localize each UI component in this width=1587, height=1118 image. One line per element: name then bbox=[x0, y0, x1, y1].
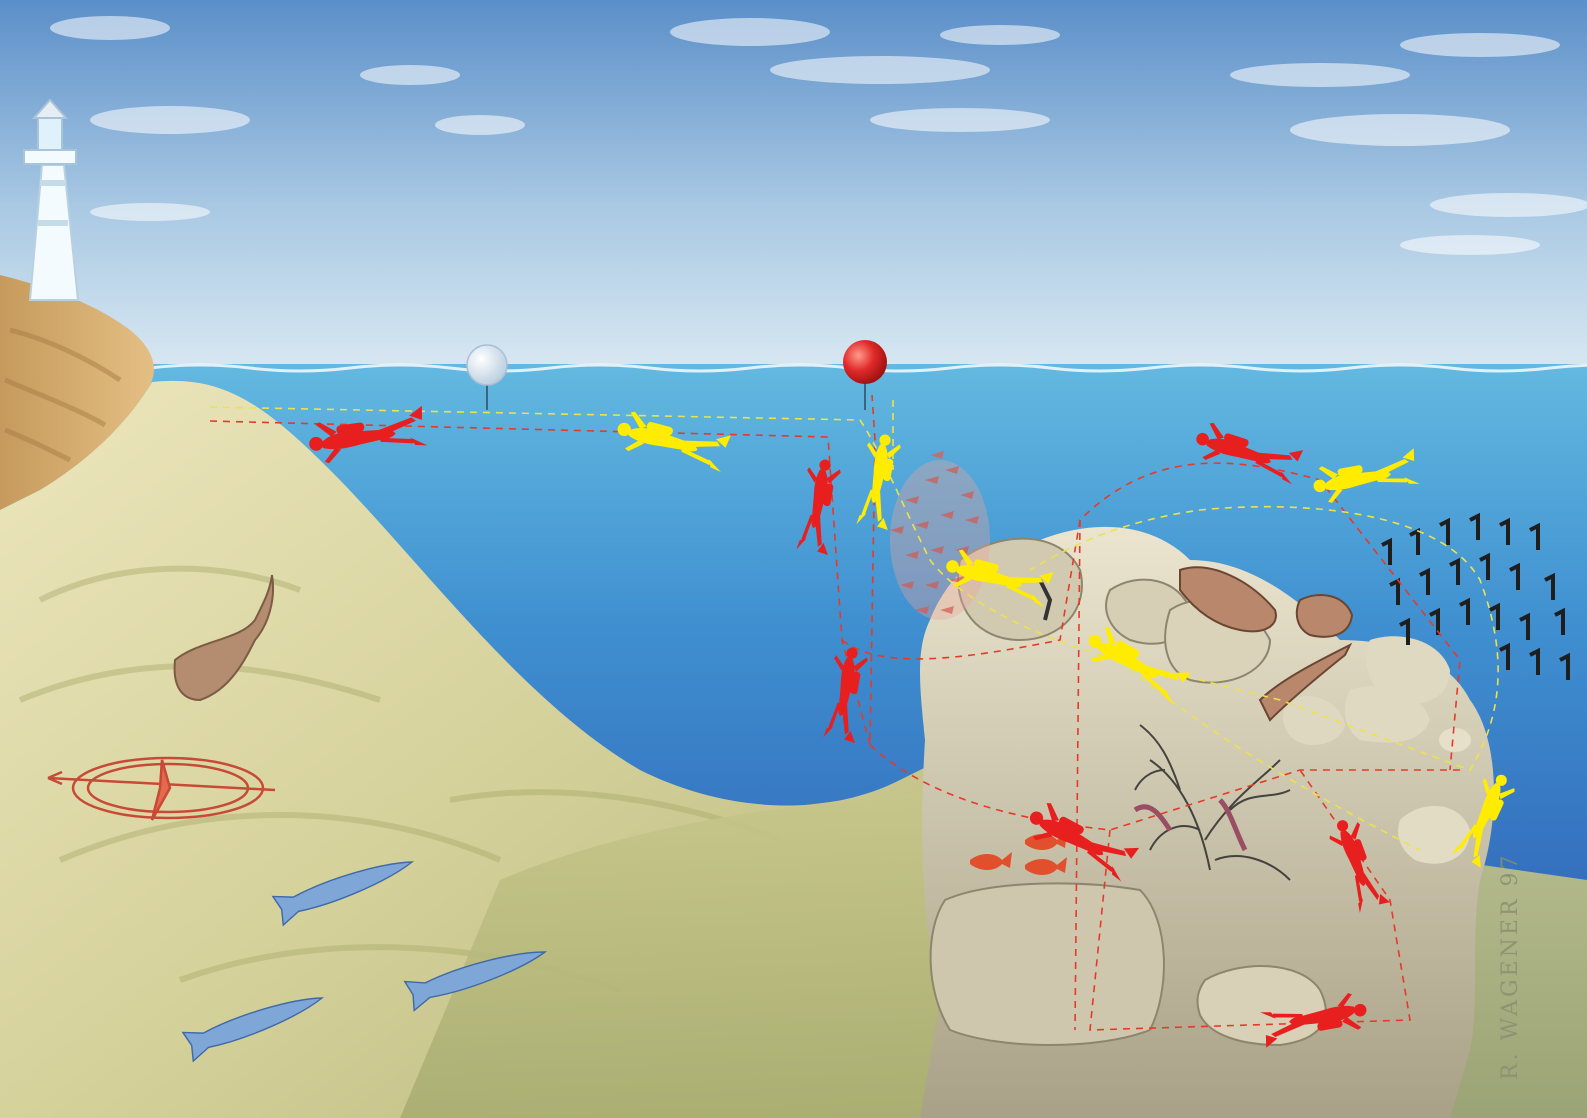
artist-signature: R. WAGENER 97 bbox=[1498, 853, 1523, 1080]
sky bbox=[0, 0, 1587, 372]
